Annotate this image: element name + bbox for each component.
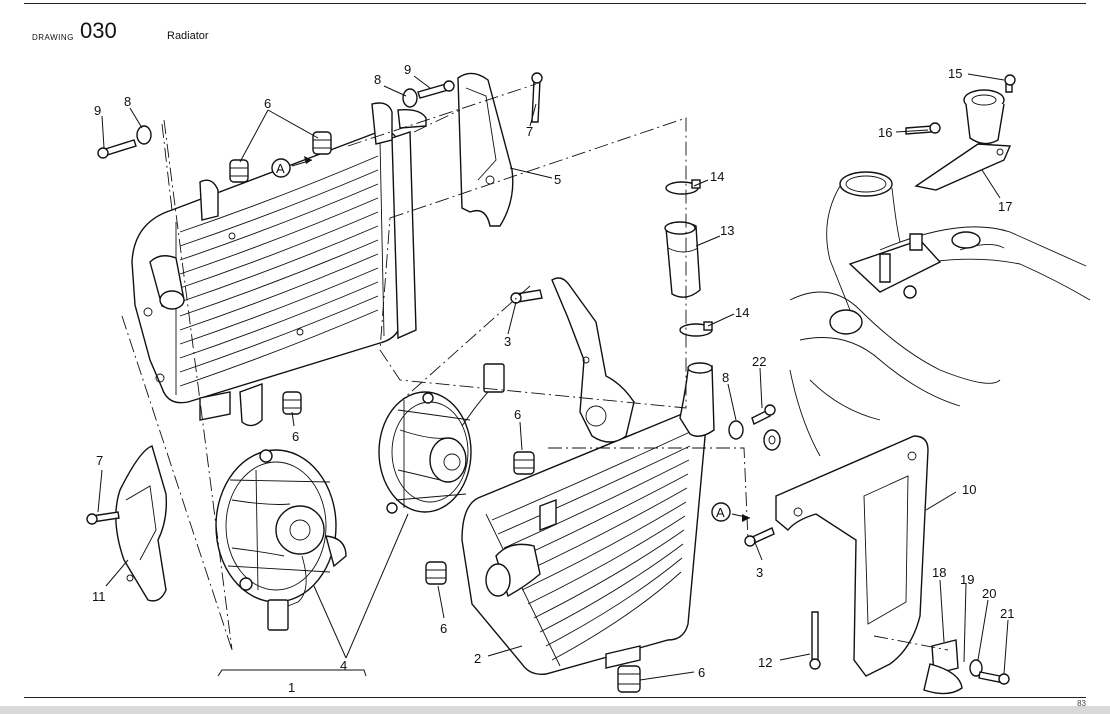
callout-7-left: 7: [96, 453, 103, 468]
callout-8-center: 8: [722, 370, 729, 385]
marker-a-upper-label: A: [276, 161, 285, 176]
callout-labels: 9 8 6 8 9 7 5 14 13 14 15 16 17 3 6 6 8 …: [92, 62, 1014, 695]
hose-clamp-14-bottom: [679, 321, 713, 337]
hose-clamp-14-top: [665, 179, 701, 195]
lower-grommet-upper-radiator: [282, 391, 302, 415]
leader-lines: [97, 73, 1009, 681]
upper-grommet-left: [229, 159, 249, 183]
bracket-plate: [551, 277, 635, 443]
screw-12: [809, 611, 821, 670]
upper-grommet-right: [312, 131, 332, 155]
callout-5: 5: [554, 172, 561, 187]
callout-6-top: 6: [264, 96, 271, 111]
marker-a-lower-label: A: [716, 505, 725, 520]
hose-13: [664, 221, 701, 298]
lower-radiator-fins: [491, 431, 691, 661]
mounting-bracket-10: [775, 435, 929, 677]
callout-16: 16: [878, 125, 892, 140]
callout-2: 2: [474, 651, 481, 666]
callout-7-top: 7: [526, 124, 533, 139]
air-deflector-5: [457, 72, 514, 227]
callout-6-left: 6: [292, 429, 299, 444]
callout-6-bottom: 6: [698, 665, 705, 680]
clip-19: [923, 663, 963, 695]
callout-21: 21: [1000, 606, 1014, 621]
bracket-17: [914, 143, 1012, 191]
motorcycle-frame: [789, 171, 1091, 457]
callout-9-top: 9: [404, 62, 411, 77]
screw-7-top: [531, 72, 543, 123]
spacer-center: [763, 429, 781, 451]
fan-left: [215, 449, 347, 631]
grommet-6-lower-left: [425, 561, 447, 585]
callout-15: 15: [948, 66, 962, 81]
lower-radiator: [461, 362, 715, 675]
callout-14-bottom: 14: [735, 305, 749, 320]
callout-11: 11: [92, 589, 106, 604]
drawing-number: 030: [80, 18, 117, 43]
callout-17: 17: [998, 199, 1012, 214]
page-number: 83: [1077, 699, 1086, 708]
callout-14-top: 14: [710, 169, 724, 184]
grommet-6-mid: [513, 451, 535, 475]
marker-a-lower: A: [711, 502, 751, 522]
callout-6-lower-left: 6: [440, 621, 447, 636]
callout-1: 1: [288, 680, 295, 695]
drawing-label: DRAWING: [32, 33, 74, 42]
screw-9-left: [97, 139, 137, 159]
callout-12: 12: [758, 655, 772, 670]
filler-neck: [963, 89, 1005, 145]
footer-band: [0, 706, 1110, 714]
screw-22: [751, 404, 776, 425]
marker-a-upper: A: [271, 156, 313, 178]
side-deflector-11: [115, 445, 168, 602]
construction-lines: [121, 83, 949, 651]
washer-8-center: [728, 420, 744, 440]
callout-13: 13: [720, 223, 734, 238]
callout-3-right: 3: [756, 565, 763, 580]
fan-right: [378, 363, 505, 514]
screw-15: [1004, 74, 1016, 93]
callout-20: 20: [982, 586, 996, 601]
spacer-3-top: [510, 289, 543, 304]
screw-9-top: [417, 80, 455, 99]
grommet-6-bottom: [617, 665, 641, 693]
callout-19: 19: [960, 572, 974, 587]
callout-4: 4: [340, 658, 347, 673]
upper-radiator: [131, 102, 427, 427]
callout-8-left: 8: [124, 94, 131, 109]
top-rule: [24, 3, 1086, 4]
washer-8-left: [136, 125, 152, 145]
screw-7-left: [86, 511, 120, 525]
callout-8-top: 8: [374, 72, 381, 87]
callout-6-mid: 6: [514, 407, 521, 422]
drawing-title: Radiator: [167, 30, 209, 42]
callout-9-left: 9: [94, 103, 101, 118]
upper-radiator-fins: [179, 155, 379, 387]
spacer-3-right: [744, 527, 775, 547]
callout-10: 10: [962, 482, 976, 497]
bottom-rule: [24, 697, 1086, 698]
screw-16: [905, 122, 941, 135]
callout-22: 22: [752, 354, 766, 369]
callout-3-top: 3: [504, 334, 511, 349]
callout-18: 18: [932, 565, 946, 580]
washer-20: [969, 659, 983, 677]
washer-8-top: [402, 88, 418, 108]
